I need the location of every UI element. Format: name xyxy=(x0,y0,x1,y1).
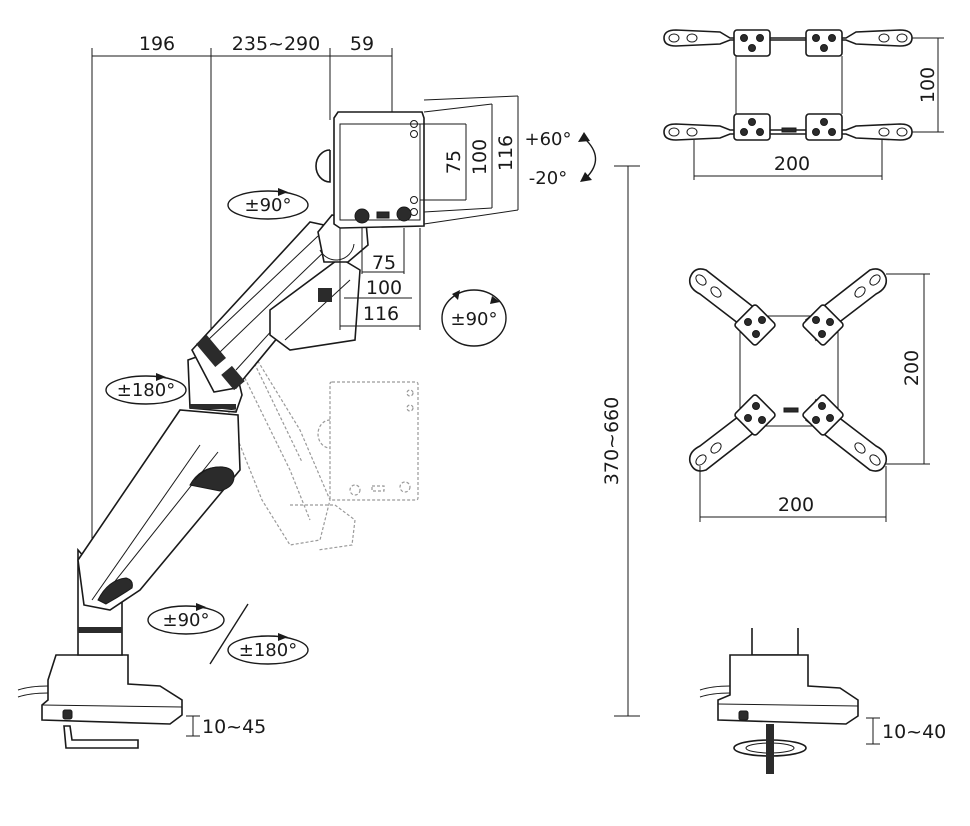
x-adapter-dimensions xyxy=(699,273,930,522)
x-adapter-width-label: 200 xyxy=(778,494,814,516)
monitor-arm xyxy=(17,111,425,749)
clamp-range-dimension xyxy=(186,715,200,737)
lowered-arm-ghost xyxy=(221,339,419,551)
plate-height-label: 100 xyxy=(917,67,939,103)
lower-swivel-icon xyxy=(147,603,225,635)
elbow-swivel-icon xyxy=(105,373,187,405)
grommet-range-dimension xyxy=(866,717,880,745)
reach-base-label: 196 xyxy=(139,33,175,55)
adapter-plate xyxy=(663,29,913,141)
height-dimension-line xyxy=(614,165,640,717)
height-range-label: 370~660 xyxy=(601,397,623,485)
vesa-v-100-label: 100 xyxy=(366,277,402,299)
separator-slash xyxy=(209,603,249,665)
reach-head-label: 59 xyxy=(350,33,374,55)
vesa-knob xyxy=(315,149,331,183)
grommet-mount xyxy=(699,628,859,774)
x-adapter-height-label: 200 xyxy=(901,350,923,386)
lower-arm xyxy=(77,409,241,611)
elbow-swivel-label: ±180° xyxy=(117,380,175,401)
head-swivel-icon xyxy=(227,188,309,220)
vesa-h-116-label: 116 xyxy=(495,135,517,171)
base-swivel-label: ±180° xyxy=(239,640,297,661)
base-swivel-icon xyxy=(227,633,309,665)
lower-swivel-label: ±90° xyxy=(163,610,210,631)
portrait-rotation-label: ±90° xyxy=(451,309,498,330)
tilt-up-label: +60° xyxy=(525,129,572,150)
head-swivel-label: ±90° xyxy=(245,195,292,216)
grommet-range-label: 10~40 xyxy=(882,721,946,743)
vesa-v-75-label: 75 xyxy=(372,252,396,274)
x-adapter xyxy=(688,268,888,472)
clamp-plate xyxy=(63,725,139,749)
vesa-h-75-label: 75 xyxy=(443,150,465,174)
vesa-h-100-label: 100 xyxy=(469,139,491,175)
tilt-down-label: -20° xyxy=(529,168,567,189)
portrait-rotation-icon xyxy=(441,289,507,347)
reach-dimension-lines xyxy=(91,48,393,545)
reach-mid-label: 235~290 xyxy=(232,33,320,55)
clamp-range-label: 10~45 xyxy=(202,716,266,738)
vesa-dimension-lines xyxy=(339,95,519,330)
tilt-arc-icon xyxy=(583,137,597,179)
plate-width-label: 200 xyxy=(774,153,810,175)
vesa-plate xyxy=(333,111,425,229)
adapter-plate-dimensions xyxy=(693,37,944,180)
vesa-v-116-label: 116 xyxy=(363,303,399,325)
